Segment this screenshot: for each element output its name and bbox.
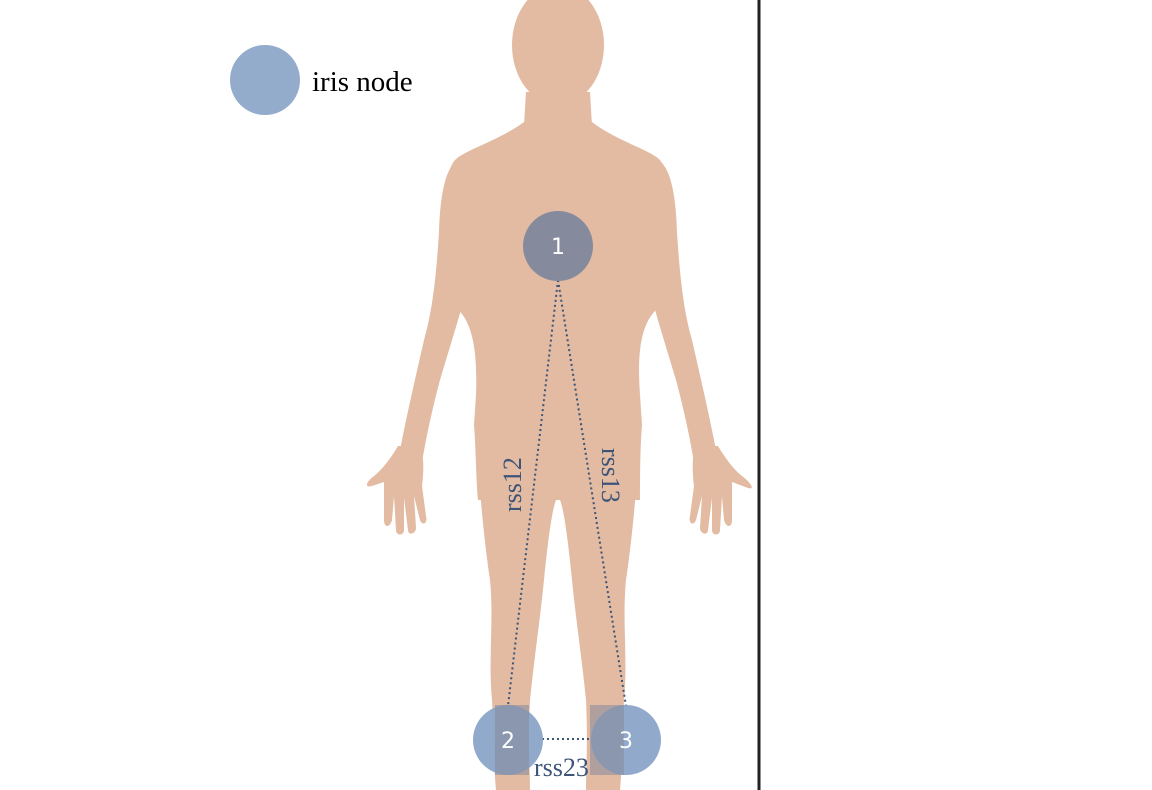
neck-shape <box>524 92 592 126</box>
node-1-label: 1 <box>551 235 565 260</box>
node-1-circle <box>523 211 593 281</box>
node-1: 1 <box>523 211 593 281</box>
node-3-label: 3 <box>619 729 633 754</box>
link-label-rss23: rss23 <box>534 753 589 782</box>
node-2: 2 <box>473 705 543 775</box>
node-2-label: 2 <box>501 729 515 754</box>
torso-shape <box>443 122 672 500</box>
links <box>507 279 627 740</box>
link-rss13 <box>557 279 627 707</box>
node-2-leg-overlap <box>495 705 529 775</box>
right-arm-shape <box>636 160 720 476</box>
legend-label: iris node <box>312 66 413 98</box>
left-arm-shape <box>396 160 480 476</box>
left-hand-shape <box>366 446 427 535</box>
node-3-leg-overlap <box>590 705 624 775</box>
legend-node-swatch <box>230 45 300 115</box>
node-3: 3 <box>590 705 661 775</box>
right-hand-shape <box>689 446 752 535</box>
link-rss12 <box>507 279 559 707</box>
left-leg-shape <box>476 420 560 790</box>
human-body-silhouette <box>366 0 752 790</box>
right-leg-shape <box>556 420 640 790</box>
head-shape <box>512 0 604 105</box>
link-label-rss13: rss13 <box>596 448 625 503</box>
link-label-rss12: rss12 <box>498 457 527 512</box>
link-labels: rss12 rss13 rss23 <box>498 448 625 782</box>
legend: iris node <box>230 45 413 115</box>
nodes: 1 2 3 <box>473 211 661 775</box>
